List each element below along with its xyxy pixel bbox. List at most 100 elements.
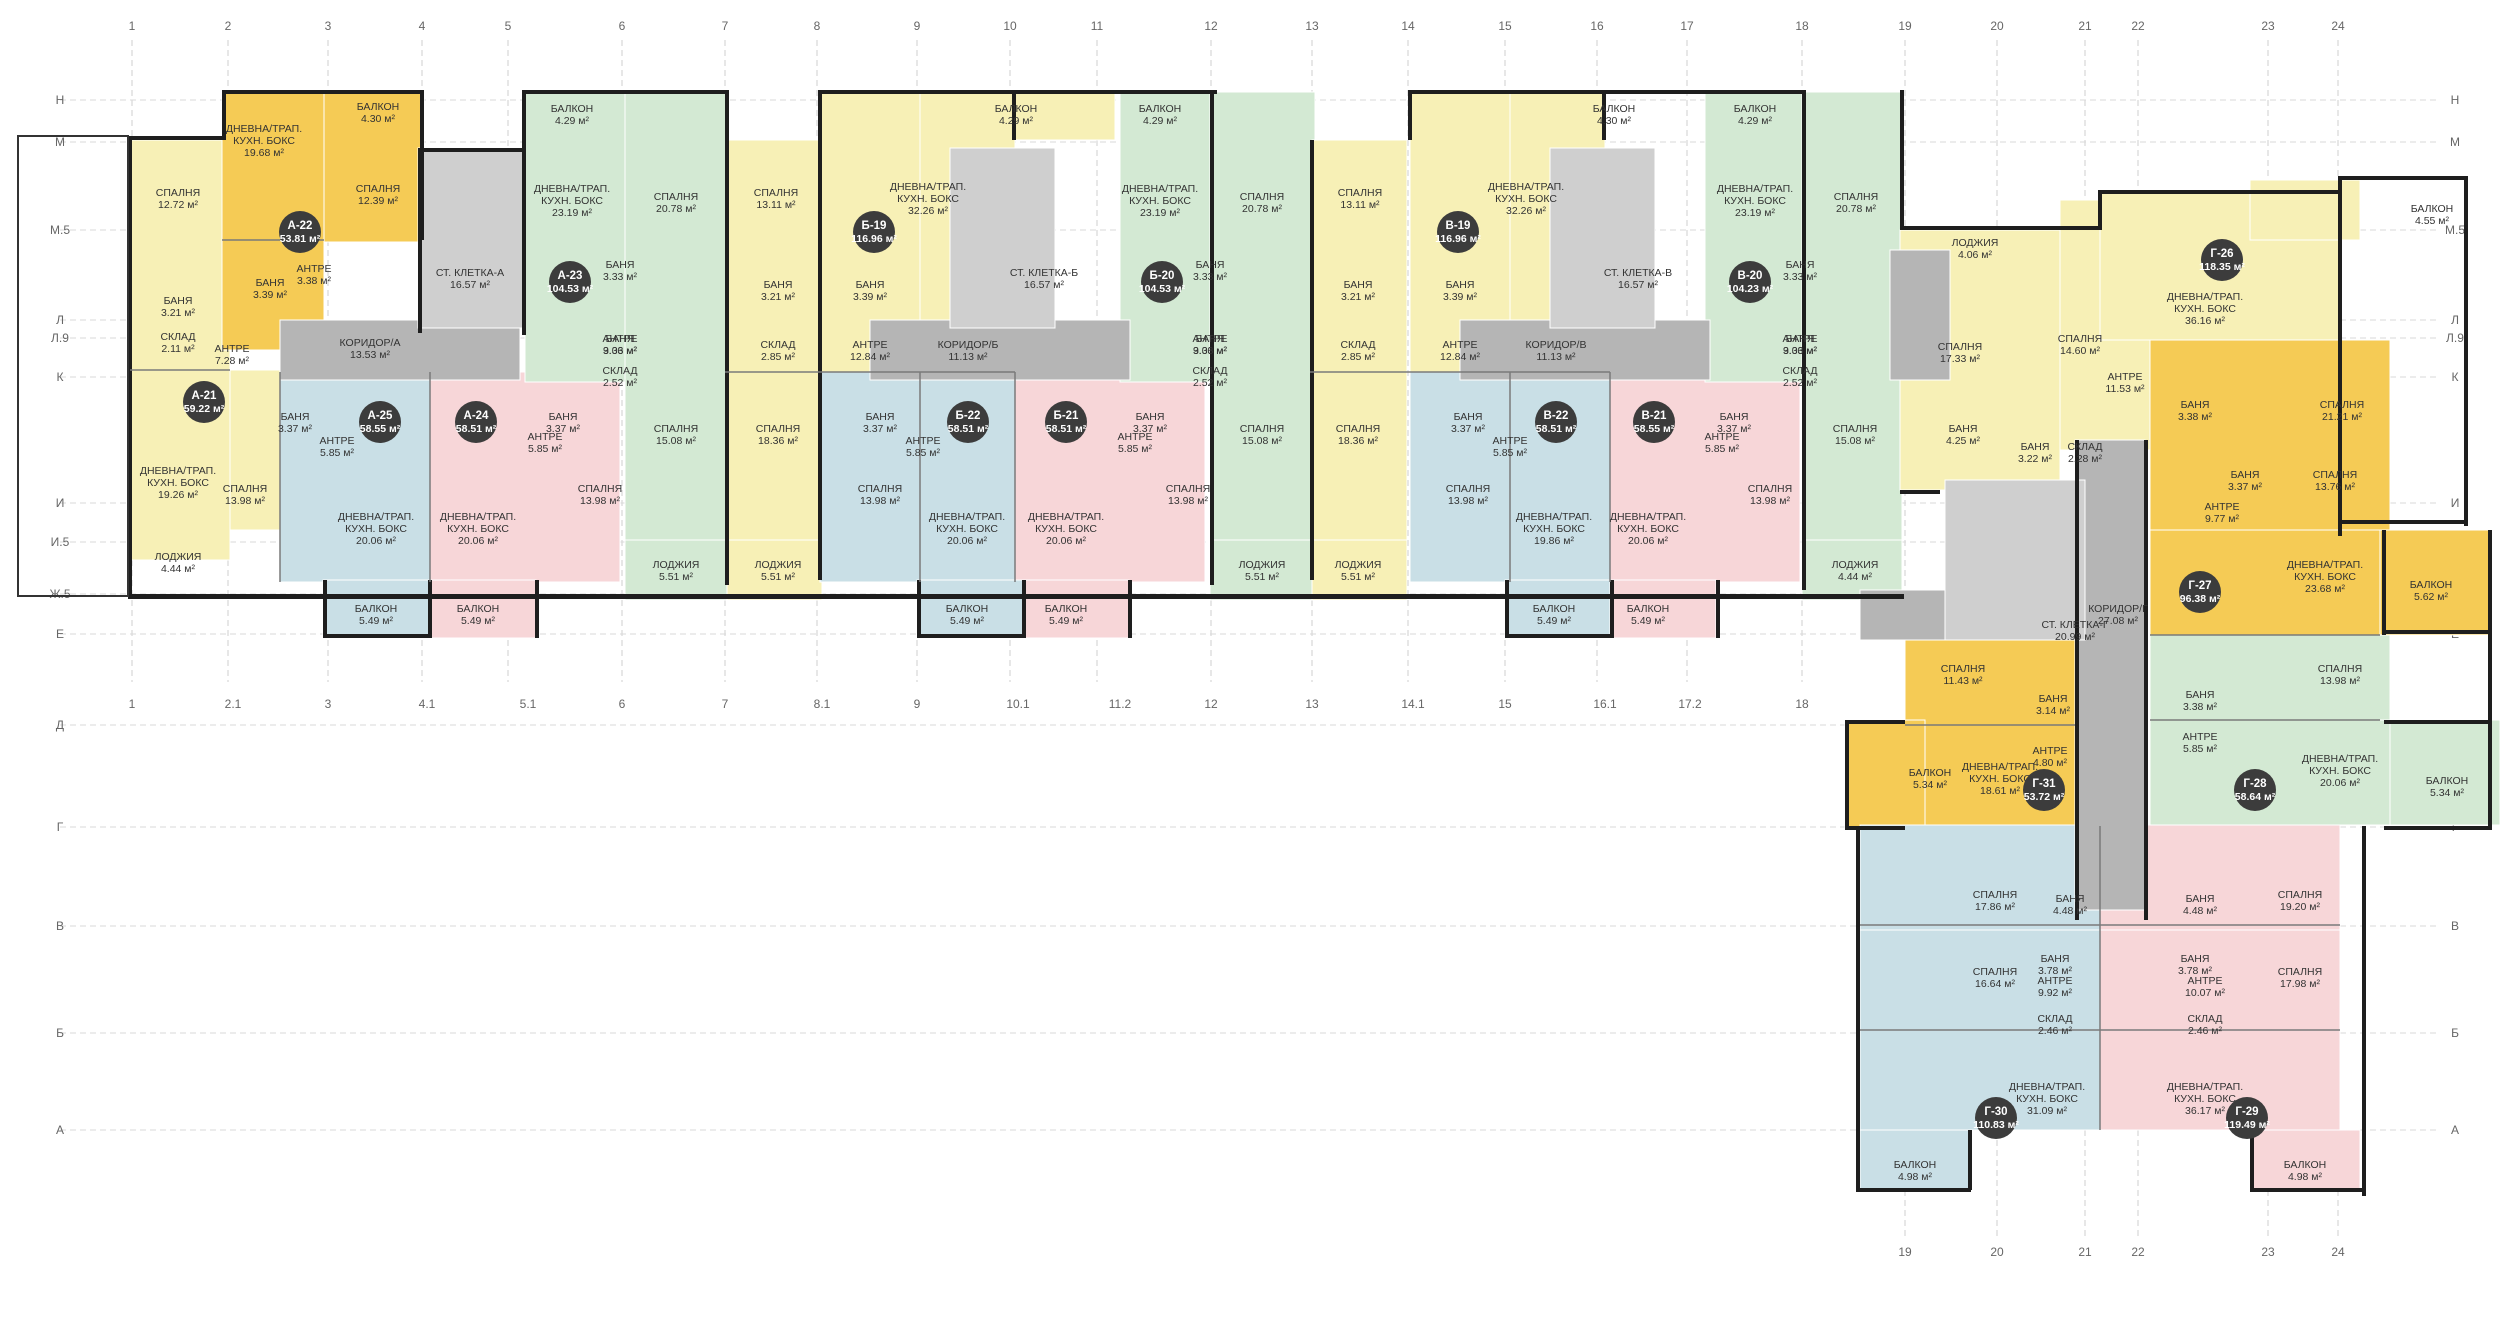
room-name: АНТРЕ <box>1117 431 1152 443</box>
unit-badge <box>279 211 321 253</box>
room-area <box>1022 579 1130 639</box>
room-area <box>1889 249 1951 381</box>
room-area: 32.26 м² <box>1506 205 1546 217</box>
room-area <box>1844 719 1926 831</box>
room-area <box>2389 719 2500 826</box>
room-area: 20.06 м² <box>947 535 987 547</box>
unit-id: В-20 <box>1738 270 1763 282</box>
room-name: БАЛКОН <box>1909 767 1952 779</box>
wall <box>1128 580 1132 638</box>
wall <box>1900 226 2100 230</box>
room-name: ДНЕВНА/ТРАП. <box>1962 761 2038 773</box>
wall <box>725 90 729 585</box>
room-name: СТ. КЛЕТКА-Б <box>1010 267 1078 279</box>
room-name: АНТРЕ <box>527 431 562 443</box>
room-area <box>1311 539 1408 601</box>
room-area: 3.37 м² <box>546 423 581 435</box>
room-name: КУХН. БОКС <box>1724 195 1786 207</box>
room-area: 13.98 м² <box>860 495 900 507</box>
axis-label-row-right: А <box>2451 1123 2459 1137</box>
wall <box>1716 580 1720 638</box>
room-name: СПАЛНЯ <box>2318 663 2362 675</box>
room-area: 3.78 м² <box>2038 965 2073 977</box>
room-area: 5.49 м² <box>359 615 394 627</box>
room-area <box>417 147 524 329</box>
room-name: БАНЯ <box>2186 893 2215 905</box>
room-area: 11.43 м² <box>1943 675 1983 687</box>
room-area: 3.21 м² <box>161 307 196 319</box>
room-name: СКЛАД <box>1192 365 1227 377</box>
unit-id: Б-22 <box>956 410 981 422</box>
walls <box>17 90 2492 1196</box>
room-area: 5.85 м² <box>1705 443 1740 455</box>
axis-label-row-left: А <box>56 1123 64 1137</box>
room-area: 31.09 м² <box>2027 1105 2067 1117</box>
room-area <box>279 371 431 583</box>
unit-area: 58.64 м² <box>2235 791 2276 803</box>
room-name: СПАЛНЯ <box>2278 889 2322 901</box>
room-name: АНТРЕ <box>2107 371 2142 383</box>
axis-label-top: 18 <box>1795 19 1809 33</box>
axis-label-row-right: И <box>2451 496 2460 510</box>
room-area: 2.46 м² <box>2038 1025 2073 1037</box>
room-name: БАНЯ <box>1720 411 1749 423</box>
wall <box>818 90 1018 94</box>
room-name: КУХН. БОКС <box>2174 303 2236 315</box>
room-area: 20.78 м² <box>656 203 696 215</box>
axis-label-top: 14 <box>1401 19 1415 33</box>
room-area: 7.28 м² <box>215 355 250 367</box>
room-area <box>1944 479 2086 641</box>
wall <box>1802 90 1806 590</box>
room-area: 5.49 м² <box>1631 615 1666 627</box>
unit-area: 104.53 м² <box>1139 283 1186 295</box>
room-name: СПАЛНЯ <box>1938 341 1982 353</box>
room-name: БАНЯ <box>1136 411 1165 423</box>
wall <box>323 580 327 638</box>
unit-badge <box>1729 261 1771 303</box>
axis-label-row-right: К <box>2452 370 2459 384</box>
room-name: КОРИДОР/В <box>1526 339 1587 351</box>
room-name: СПАЛНЯ <box>2058 333 2102 345</box>
room-name: ДНЕВНА/ТРАП. <box>534 183 610 195</box>
room-name: БАНЯ <box>856 279 885 291</box>
unit-area: 58.51 м² <box>1536 423 1577 435</box>
axis-label-mid: 1 <box>129 697 136 711</box>
room-area <box>726 139 823 581</box>
room-area: 15.08 м² <box>1835 435 1875 447</box>
wall <box>2250 1188 2365 1192</box>
wall <box>917 634 1025 638</box>
room-name: КУХН. БОКС <box>1969 773 2031 785</box>
unit-badge <box>1633 401 1675 443</box>
wall <box>1505 634 1613 638</box>
room-area: 11.13 м² <box>948 351 988 363</box>
room-area: 5.85 м² <box>1493 447 1528 459</box>
room-name: СПАЛНЯ <box>2320 399 2364 411</box>
room-area: 4.30 м² <box>361 113 396 125</box>
room-area <box>2149 719 2391 826</box>
room-name: СПАЛНЯ <box>1446 483 1490 495</box>
room-name: ДНЕВНА/ТРАП. <box>929 511 1005 523</box>
unit-badge <box>359 401 401 443</box>
